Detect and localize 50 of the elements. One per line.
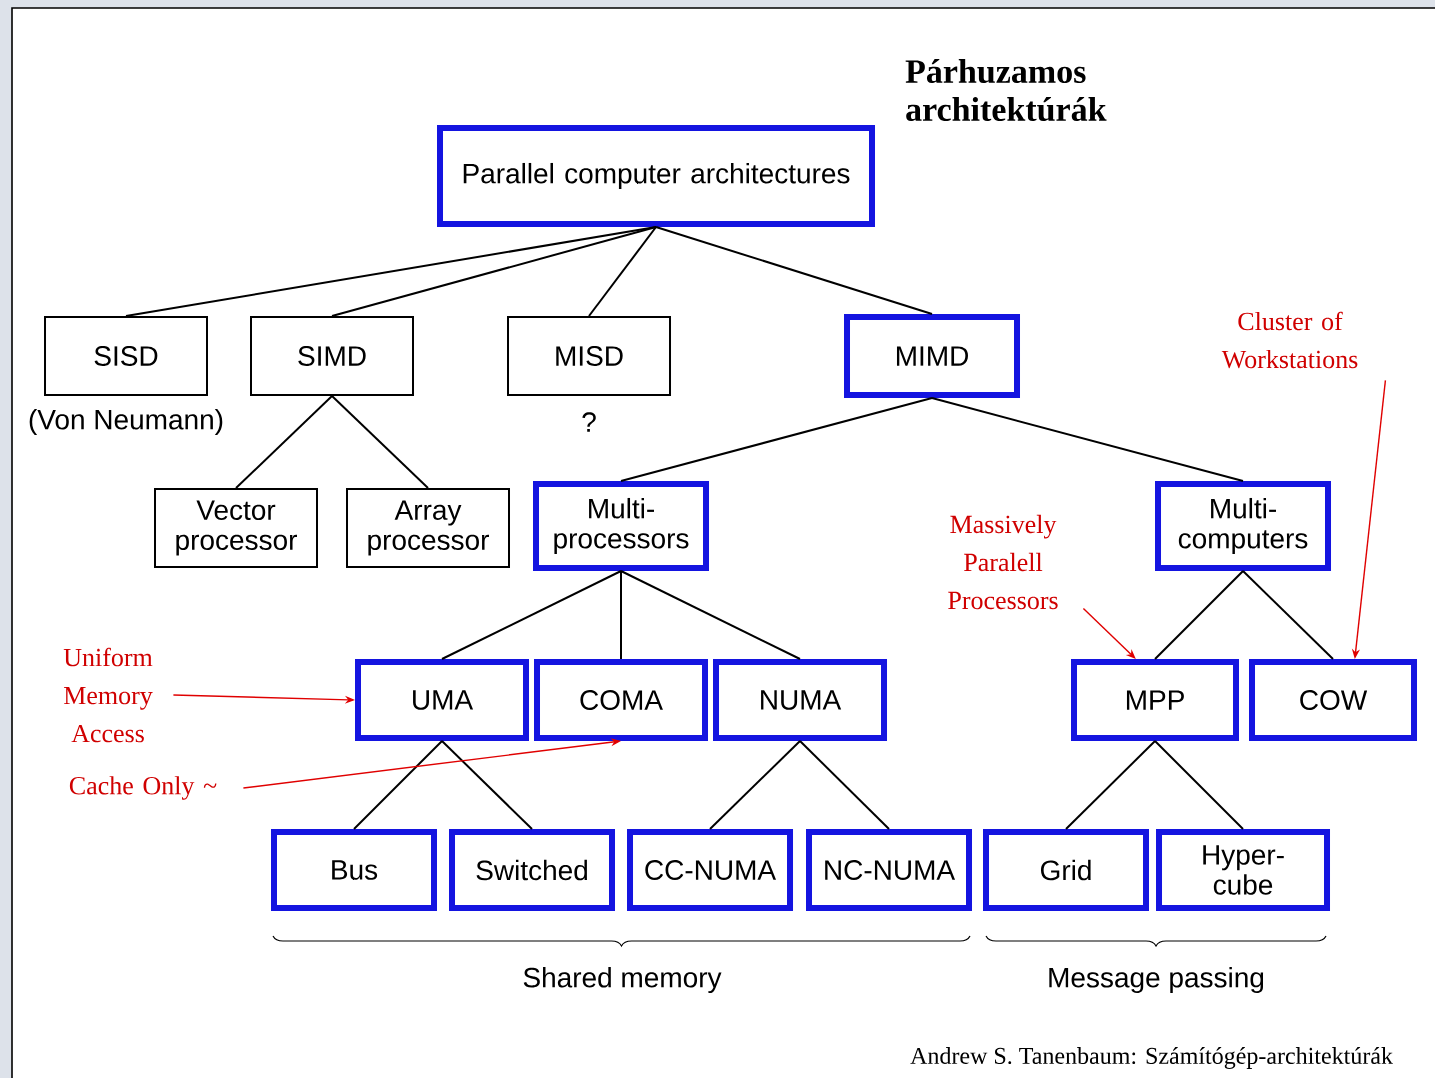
connector-line: [1154, 570, 1244, 660]
connector-line: [588, 226, 657, 317]
process-box: Vector processor: [154, 488, 318, 568]
process-box: Parallel computer architectures: [437, 125, 875, 227]
annotation-text: Massively Paralell Processors: [948, 514, 1058, 610]
connector-line: [331, 395, 429, 489]
title: Párhuzamos architektúrák: [905, 59, 1107, 122]
process-box: MISD: [507, 316, 671, 396]
note-text: ?: [582, 412, 596, 432]
connector-line: [441, 570, 622, 660]
process-box: Bus: [271, 829, 437, 911]
connector-line: [235, 395, 333, 489]
connector-line: [709, 740, 801, 830]
annotation-text: Cache Only ~: [69, 776, 217, 800]
connector-line: [353, 740, 443, 830]
process-box: MIMD: [844, 314, 1020, 398]
process-box: Hyper- cube: [1156, 829, 1330, 911]
note-text: (Von Neumann): [29, 408, 223, 436]
connector-line: [125, 226, 657, 317]
process-box: NUMA: [713, 659, 887, 741]
process-box: COMA: [534, 659, 708, 741]
process-box: COW: [1249, 659, 1417, 741]
process-box: Multi- processors: [533, 481, 709, 571]
group-label: Message passing: [1049, 966, 1264, 994]
connector-line: [1154, 740, 1244, 830]
connector-line: [655, 226, 933, 315]
arrow: [1082, 607, 1136, 659]
annotation-text: Cluster of Workstations: [1221, 311, 1358, 369]
process-box: Multi- computers: [1155, 481, 1331, 571]
connector-line: [931, 397, 1244, 482]
process-box: Switched: [449, 829, 615, 911]
connector-line: [331, 226, 657, 317]
process-box: Grid: [983, 829, 1149, 911]
process-box: SISD: [44, 316, 208, 396]
process-box: CC-NUMA: [627, 829, 793, 911]
annotation-text: Uniform Memory Access: [63, 647, 153, 743]
connector-line: [441, 740, 533, 830]
connector-line: [799, 740, 890, 830]
connector-line: [620, 570, 622, 660]
connector-line: [620, 397, 933, 482]
connector-line: [1242, 570, 1334, 660]
caption: Andrew S. Tanenbaum: Számítógép-architektúrák: [910, 1047, 1393, 1069]
process-box: MPP: [1071, 659, 1239, 741]
process-box: NC-NUMA: [806, 829, 972, 911]
connector-line: [1065, 740, 1156, 830]
connector-line: [620, 570, 801, 660]
process-box: SIMD: [250, 316, 414, 396]
group-label: Shared memory: [523, 966, 722, 994]
process-box: Array processor: [346, 488, 510, 568]
process-box: UMA: [355, 659, 529, 741]
